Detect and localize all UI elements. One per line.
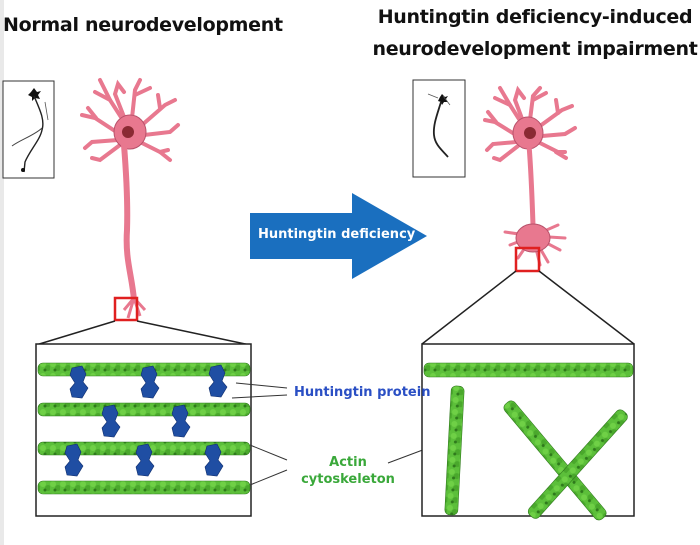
neuron-deficient [483,85,577,267]
label-huntingtin-protein: Huntingtin protein [294,385,431,400]
actin-filament [444,385,465,516]
huntingtin-proteins [64,364,228,477]
arrow-label: Huntingtin deficiency [258,227,416,242]
actin-filaments-deficient [423,362,634,521]
huntingtin-protein [101,404,121,438]
label-actin-cytoskeleton: Actin cytoskeleton [298,454,398,488]
actin-filament [37,480,251,495]
huntingtin-protein [140,365,160,399]
huntingtin-deficiency-arrow [250,193,427,279]
title-right-line1: Huntingtin deficiency-induced [377,6,693,28]
actin-filament [423,362,634,378]
title-right-line2: neurodevelopment impairment [372,38,698,60]
nucleus-deficient [524,127,536,139]
growth-cone-deficient [515,223,551,253]
actin-filament [37,402,251,417]
label-actin-line1: Actin [329,455,367,470]
micrograph-inset-normal [2,80,55,179]
actin-filament [527,409,628,519]
zoom-lines-normal [35,320,251,346]
label-actin-line2: cytoskeleton [301,472,395,487]
zoom-lines-deficient [421,270,635,345]
huntingtin-protein [69,365,89,399]
title-normal-neurodevelopment: Normal neurodevelopment [3,14,283,36]
page-left-edge [0,0,4,545]
huntingtin-protein [208,364,228,398]
axon-deficient [526,144,536,226]
micrograph-inset-deficient [412,79,466,178]
huntingtin-protein [64,443,84,477]
huntingtin-protein [135,443,155,477]
title-deficiency-impairment: Huntingtin deficiency-induced neurodevel… [370,1,700,65]
huntingtin-protein [171,404,191,438]
axon-normal [121,144,137,301]
zoom-box-deficient [514,246,541,273]
dendrites-deficient [483,85,577,163]
neuron-normal [80,78,180,319]
actin-filament [503,400,607,521]
huntingtin-protein [204,443,224,477]
zoom-box-normal [113,296,139,322]
nucleus-normal [122,126,134,138]
